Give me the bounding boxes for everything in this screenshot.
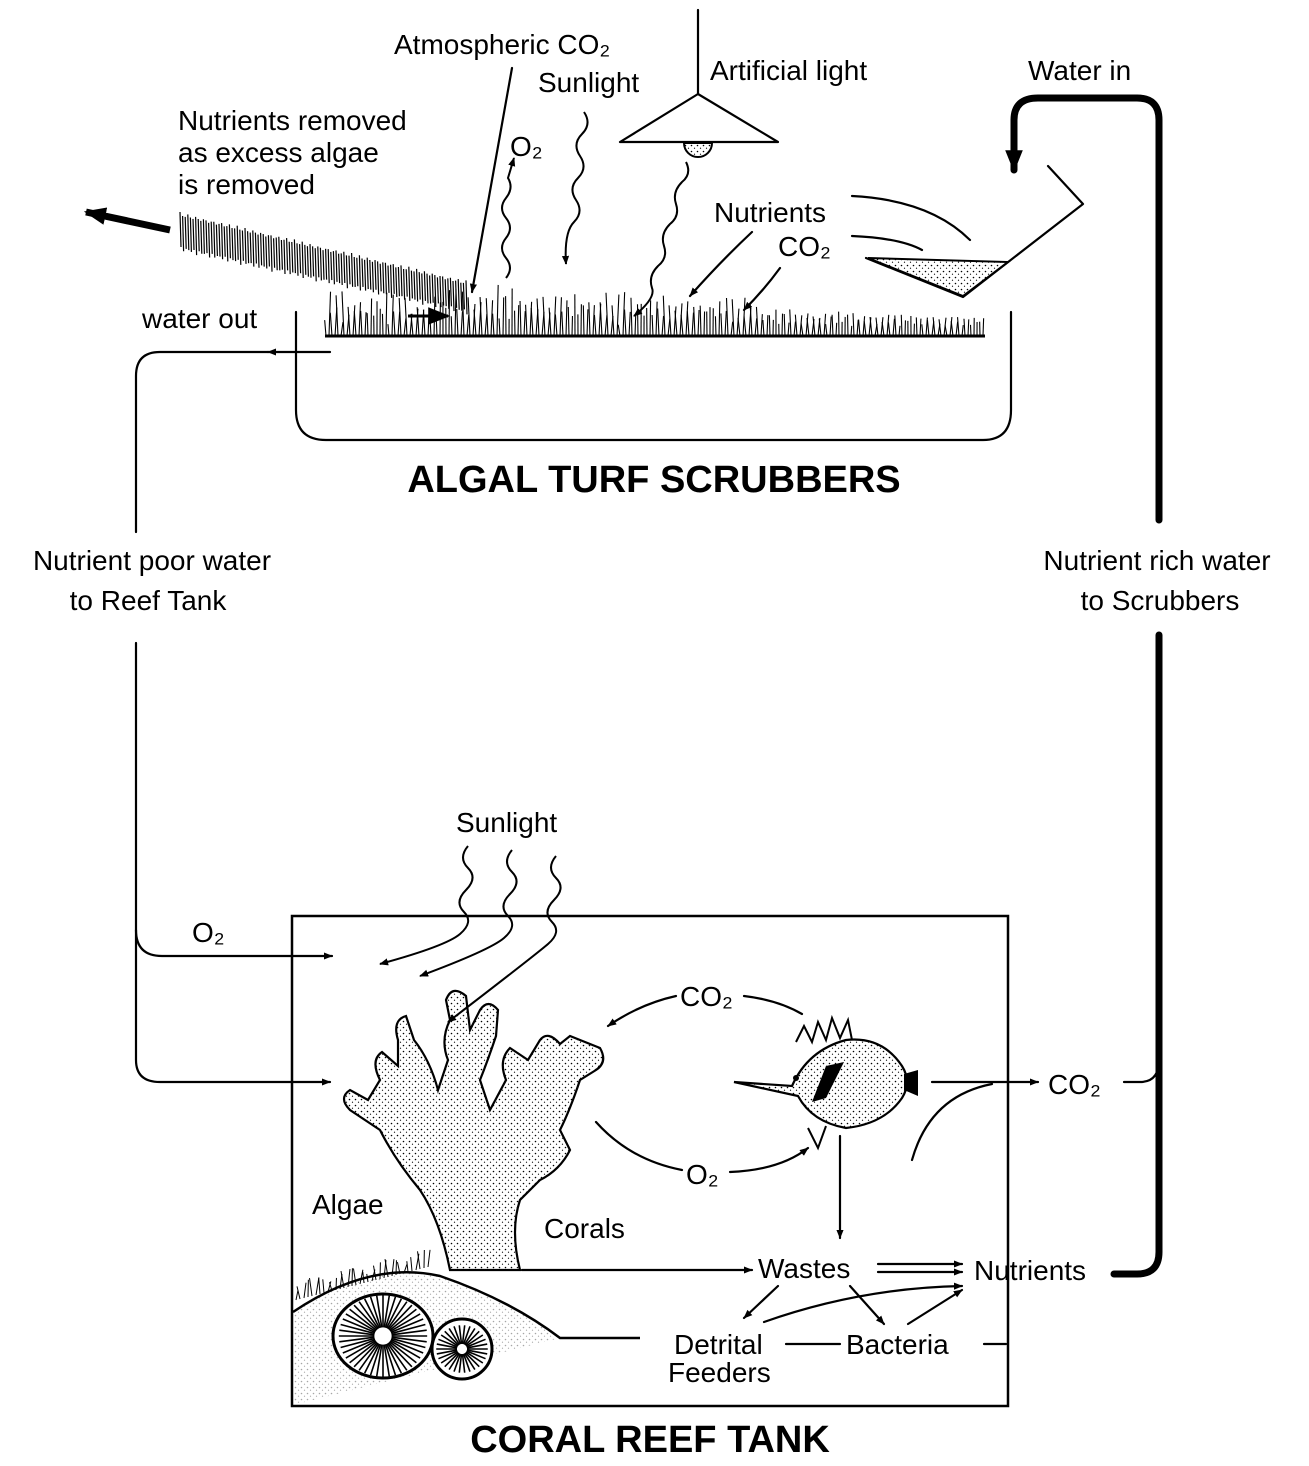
water-out-label: water out	[141, 303, 257, 334]
brain-coral-large	[333, 1294, 433, 1378]
coral-reef-tank-section	[292, 846, 1038, 1406]
brain-coral-small	[432, 1319, 492, 1379]
circulation-loop	[136, 98, 1159, 1274]
scrubber-trough	[296, 312, 1011, 440]
nutrient-rich-label-line1: Nutrient rich water	[1043, 545, 1270, 576]
artificial-light-label: Artificial light	[710, 55, 867, 86]
o2-release-wave	[502, 158, 514, 278]
butterflyfish	[734, 1018, 918, 1148]
co2-label-top: CO₂	[778, 231, 831, 262]
nutrients-removed-label-line3: is removed	[178, 169, 315, 200]
co2-cycle-label: CO₂	[680, 981, 733, 1012]
co2-cycle-arrow-left	[608, 996, 676, 1026]
o2-cycle-line-left	[596, 1122, 682, 1170]
detrital-label-line1: Detrital	[674, 1329, 763, 1360]
artificial-light-wave	[634, 162, 688, 316]
nutrient-poor-pipe-upper	[136, 352, 268, 532]
sunlight-wave-top	[566, 112, 588, 264]
co2-out-join	[1124, 1060, 1159, 1082]
lamp-shade	[620, 94, 778, 142]
wastes-to-bacteria-arrow	[850, 1286, 884, 1324]
wastes-to-detrital-arrow	[744, 1286, 778, 1318]
nutrient-poor-label-line2: to Reef Tank	[70, 585, 228, 616]
co2-arrow-top	[744, 268, 780, 310]
nutrients-removed-label-line1: Nutrients removed	[178, 105, 407, 136]
sunlight-label-top: Sunlight	[538, 67, 639, 98]
sunlight-label-bottom: Sunlight	[456, 807, 557, 838]
algal-turf	[325, 285, 984, 336]
algae-label: Algae	[312, 1189, 384, 1220]
nutrient-to-co2-curve	[912, 1084, 992, 1160]
algal-turf-scrubbers-title: ALGAL TURF SCRUBBERS	[407, 459, 900, 501]
nutrients-removed-label-line2: as excess algae	[178, 137, 379, 168]
o2-cycle-arrow-right	[730, 1148, 808, 1172]
o2-label-top: O₂	[510, 131, 543, 162]
harvested-algae	[180, 212, 467, 314]
o2-inflow-label: O₂	[192, 917, 225, 948]
o2-cycle-label: O₂	[686, 1159, 719, 1190]
co2-curve-top	[852, 236, 922, 250]
labels: Atmospheric CO₂ Sunlight Artificial ligh…	[33, 29, 1271, 1461]
atmospheric-co2-label: Atmospheric CO₂	[394, 29, 610, 60]
inflow-weir-water	[868, 258, 1008, 296]
nutrient-rich-pipe-upper	[1014, 98, 1159, 520]
nutrients-curve-top	[852, 196, 970, 240]
nutrients-arrow-top	[690, 232, 752, 296]
bacteria-label: Bacteria	[846, 1329, 949, 1360]
detrital-label-line2: Feeders	[668, 1357, 771, 1388]
water-in-label: Water in	[1028, 55, 1131, 86]
nutrient-rich-label-line2: to Scrubbers	[1081, 585, 1240, 616]
nutrients-label-top: Nutrients	[714, 197, 826, 228]
detrital-to-nutrients-arrow	[764, 1286, 962, 1322]
harvest-arrow	[86, 212, 170, 230]
wastes-label: Wastes	[758, 1253, 850, 1284]
coral-reef-tank-title: CORAL REEF TANK	[470, 1419, 830, 1461]
nutrients-label-bottom: Nutrients	[974, 1255, 1086, 1286]
lamp-bulb	[684, 143, 712, 157]
bacteria-to-nutrients-arrow	[908, 1290, 962, 1324]
co2-out-label: CO₂	[1048, 1069, 1101, 1100]
o2-branch-pipe	[136, 930, 332, 956]
sunlight-wave-1	[380, 846, 473, 964]
nutrient-poor-label-line1: Nutrient poor water	[33, 545, 271, 576]
nutrient-poor-pipe-lower	[136, 643, 330, 1082]
co2-cycle-line-right	[744, 996, 802, 1014]
nutrient-rich-pipe-lower	[1114, 635, 1159, 1274]
corals-label: Corals	[544, 1213, 625, 1244]
